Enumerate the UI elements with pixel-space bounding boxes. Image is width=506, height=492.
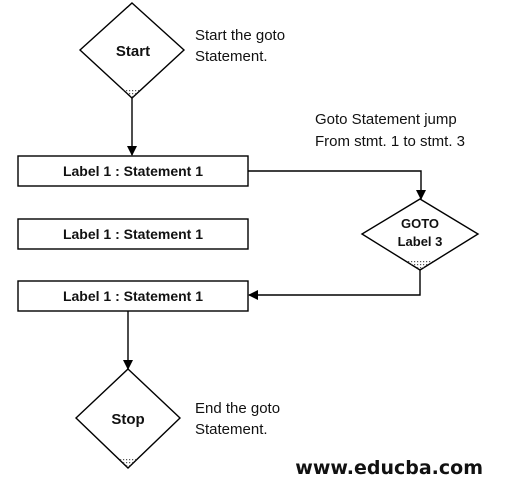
- stop-note-line1: End the goto: [195, 400, 280, 417]
- start-note-line1: Start the goto: [195, 27, 285, 44]
- statement-box-2-rect: [17, 218, 249, 250]
- statement-box-2: Label 1 : Statement 1: [17, 218, 249, 250]
- start-node: Start: [78, 2, 186, 99]
- stop-label: Stop: [111, 411, 144, 428]
- start-note-line2: Statement.: [195, 48, 268, 65]
- statement-box-3-rect: [17, 280, 249, 312]
- arrow-statement1-to-goto: [248, 170, 426, 200]
- statement-box-2-label: Label 1 : Statement 1: [63, 226, 203, 242]
- jump-note-line2: From stmt. 1 to stmt. 3: [315, 133, 465, 150]
- statement-box-3-label: Label 1 : Statement 1: [63, 288, 203, 304]
- statement-box-1-rect: [17, 155, 249, 187]
- stop-diamond-shade: [118, 459, 138, 468]
- jump-note-line1: Goto Statement jump: [315, 111, 457, 128]
- stop-note-line2: Statement.: [195, 421, 268, 438]
- arrow-goto-to-statement3: [248, 270, 421, 300]
- statement-box-3: Label 1 : Statement 1: [17, 280, 249, 312]
- start-diamond-shade: [122, 89, 142, 98]
- educba-watermark: www.educba.com: [295, 457, 483, 479]
- goto-label-line2: Label 3: [398, 234, 443, 249]
- start-label: Start: [116, 43, 150, 60]
- goto-node: GOTO Label 3: [360, 198, 480, 271]
- goto-label-line1: GOTO: [401, 216, 439, 231]
- stop-node: Stop: [74, 368, 182, 469]
- statement-box-1-label: Label 1 : Statement 1: [63, 163, 203, 179]
- goto-diamond-shade: [406, 261, 434, 270]
- statement-box-1: Label 1 : Statement 1: [17, 155, 249, 187]
